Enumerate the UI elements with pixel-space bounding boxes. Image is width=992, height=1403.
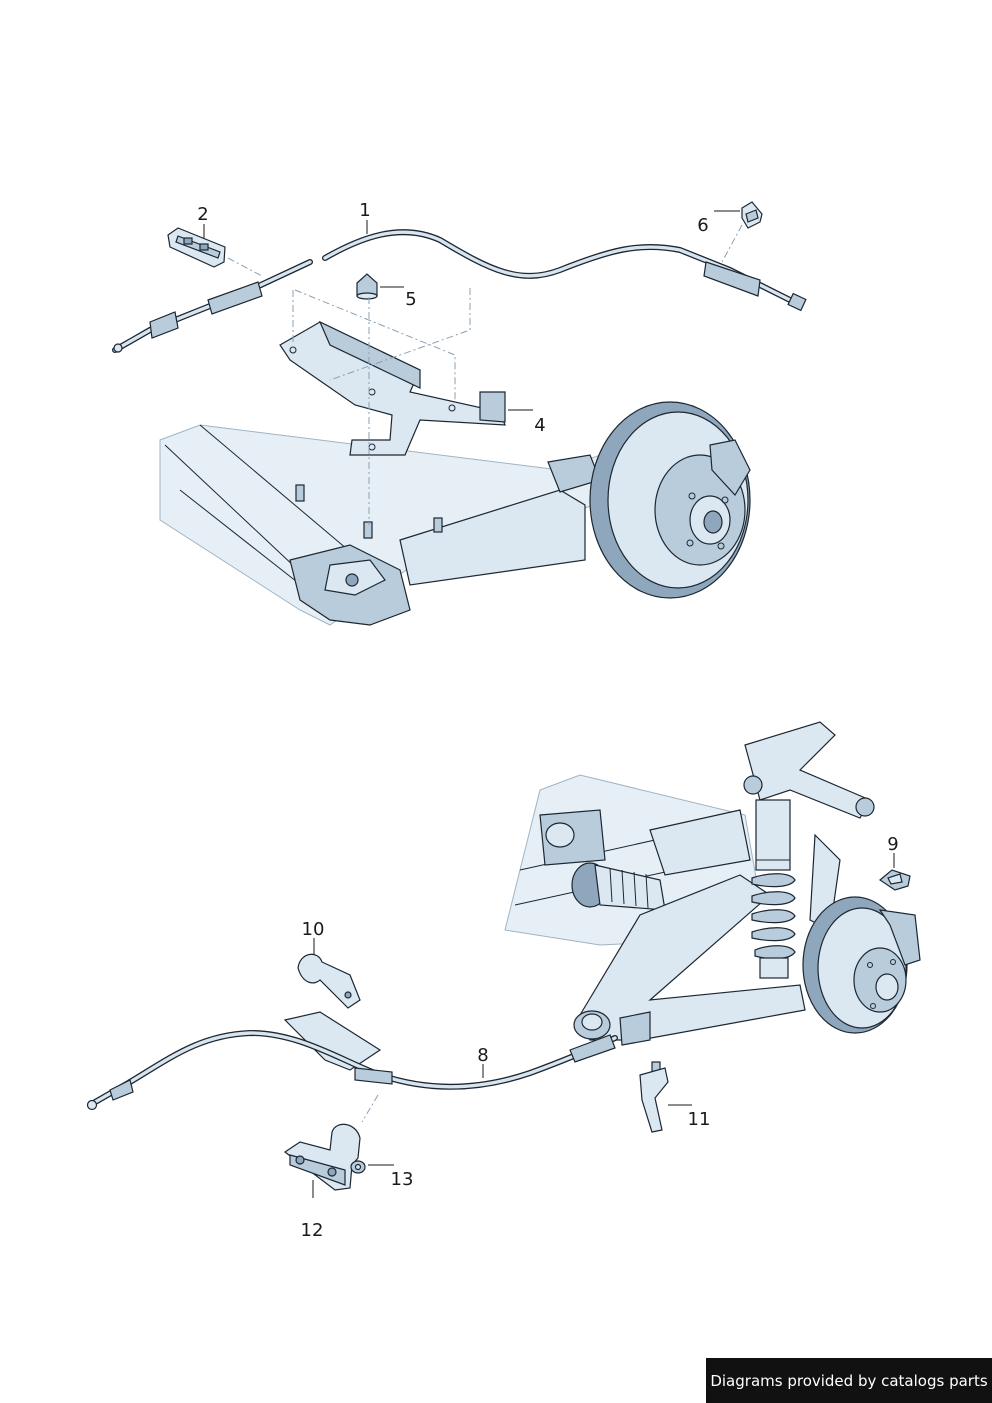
callout-label-8: 8 [477,1045,488,1066]
callout-label-2: 2 [197,204,208,225]
callout-label-9: 9 [887,834,898,855]
brake-drum [589,401,751,599]
callout-6: 6 [697,210,740,236]
callout-9: 9 [887,834,899,868]
holder-10 [297,953,361,1009]
cable-bracket-4 [279,320,506,456]
callout-label-11: 11 [688,1109,711,1130]
bottom-dash-lines [361,1094,379,1123]
callout-2: 2 [197,204,209,238]
top-dash-lines [227,224,743,525]
callout-1: 1 [359,200,371,234]
attribution-banner: Diagrams provided by catalogs parts [706,1358,992,1403]
nut-9 [878,869,911,891]
callout-8: 8 [477,1045,489,1078]
callout-label-10: 10 [302,919,325,940]
nut-13 [350,1160,366,1174]
callout-4: 4 [508,409,546,436]
callout-label-4: 4 [534,415,545,436]
callout-12: 12 [301,1180,324,1241]
callout-13: 13 [368,1164,414,1190]
callout-label-5: 5 [405,289,416,310]
attribution-text: Diagrams provided by catalogs parts [710,1371,988,1390]
callout-label-6: 6 [697,215,708,236]
callout-11: 11 [668,1104,711,1130]
handbrake-cable-1 [112,229,807,353]
clip-6 [741,201,763,229]
callout-5: 5 [380,286,417,310]
callout-label-12: 12 [301,1220,324,1241]
handbrake-cable-8 [86,1011,618,1111]
callout-label-13: 13 [391,1169,414,1190]
callout-label-1: 1 [359,200,370,221]
brake-disc [802,896,921,1034]
clip-2 [167,227,226,268]
callout-10: 10 [302,919,325,954]
bracket-11 [639,1061,669,1133]
rear-axle-beam [159,424,611,626]
trailing-arm [573,874,806,1046]
nut-5 [356,273,378,300]
bracket-12 [283,1123,361,1191]
